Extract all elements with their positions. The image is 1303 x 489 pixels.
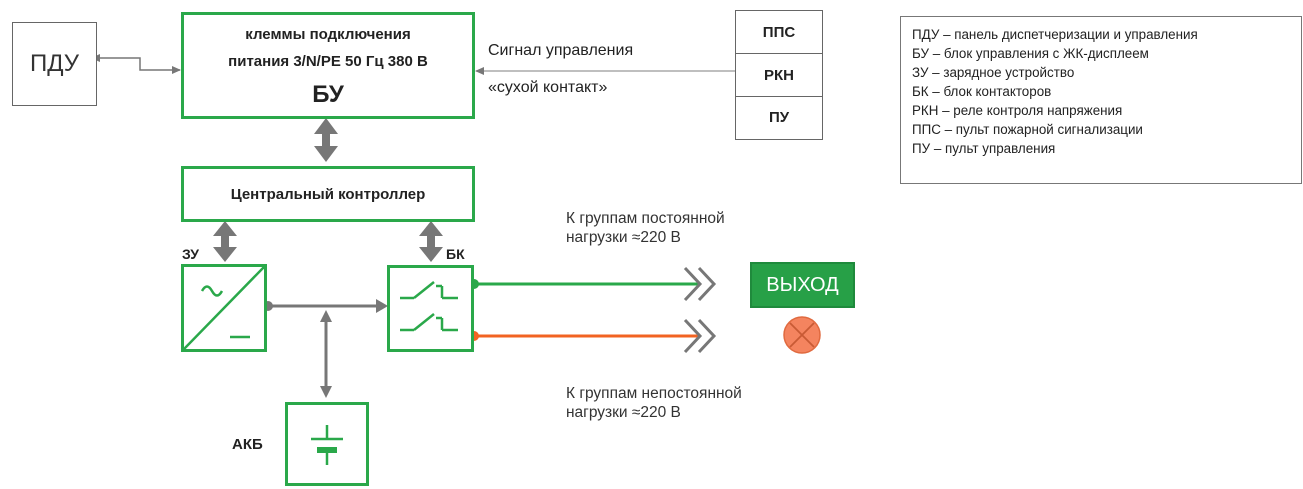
zu-label: ЗУ — [182, 246, 199, 262]
battery-icon — [311, 425, 343, 465]
nonconstant-load-line — [469, 318, 717, 354]
legend-item: БК – блок контакторов — [912, 84, 1052, 99]
bu-line-1: клеммы подключения — [245, 26, 411, 43]
pdu-label: ПДУ — [29, 50, 80, 77]
constant-load-line-2: нагрузки ≈220 В — [566, 229, 681, 246]
legend-item: ПДУ – панель диспетчеризации и управлени… — [912, 27, 1198, 42]
stack-item-pu: ПУ — [768, 109, 790, 126]
zu-box — [181, 264, 267, 352]
nonconstant-load-line-2: нагрузки ≈220 В — [566, 404, 681, 421]
contactor-switch-icon — [400, 281, 458, 332]
central-controller: Центральный контроллер — [181, 166, 475, 222]
charger-symbol-icon — [184, 267, 264, 349]
nonconstant-load-line-1: К группам непостоянной — [566, 385, 742, 402]
legend-item: ПУ – пульт управления — [912, 141, 1056, 156]
exit-sign: ВЫХОД — [750, 262, 855, 308]
controller-bk-arrow — [419, 221, 443, 262]
bu-title: БУ — [312, 81, 344, 108]
bu-line-2: питания 3/N/PE 50 Гц 380 В — [228, 53, 428, 70]
constant-load-label: К группам постоянной нагрузки ≈220 В — [566, 209, 725, 247]
legend-item: РКН – реле контроля напряжения — [912, 103, 1123, 118]
lamp-icon — [783, 316, 821, 354]
signal-line-1: Сигнал управления — [488, 42, 634, 59]
akb-branch — [320, 310, 332, 398]
akb-label: АКБ — [232, 436, 263, 453]
stack-item-pps: ППС — [736, 11, 822, 54]
pdu-bu-link — [91, 54, 181, 74]
exit-sign-label: ВЫХОД — [766, 273, 839, 296]
legend-item: ЗУ – зарядное устройство — [912, 65, 1075, 80]
legend-item: БУ – блок управления с ЖК-дисплеем — [912, 46, 1149, 61]
constant-load-line-1: К группам постоянной — [566, 210, 725, 227]
controller-zu-arrow — [213, 221, 237, 262]
controller-label: Центральный контроллер — [230, 185, 426, 203]
akb-box — [285, 402, 369, 486]
legend-item: ППС – пульт пожарной сигнализации — [912, 122, 1143, 137]
bk-label: БК — [446, 246, 465, 262]
constant-load-line — [469, 266, 717, 302]
nonconstant-load-label: К группам непостоянной нагрузки ≈220 В — [566, 384, 742, 422]
stack-item-rkn: РКН — [736, 54, 822, 97]
bu-box: клеммы подключения питания 3/N/PE 50 Гц … — [181, 12, 475, 119]
zu-bk-link — [263, 299, 388, 313]
pdu-box: ПДУ — [12, 22, 97, 106]
bu-controller-arrow — [314, 118, 338, 162]
bk-box — [387, 265, 474, 352]
signal-line-2: «сухой контакт» — [488, 79, 608, 96]
legend: ПДУ – панель диспетчеризации и управлени… — [900, 16, 1302, 184]
right-stack: ППС РКН ПУ — [735, 10, 823, 140]
